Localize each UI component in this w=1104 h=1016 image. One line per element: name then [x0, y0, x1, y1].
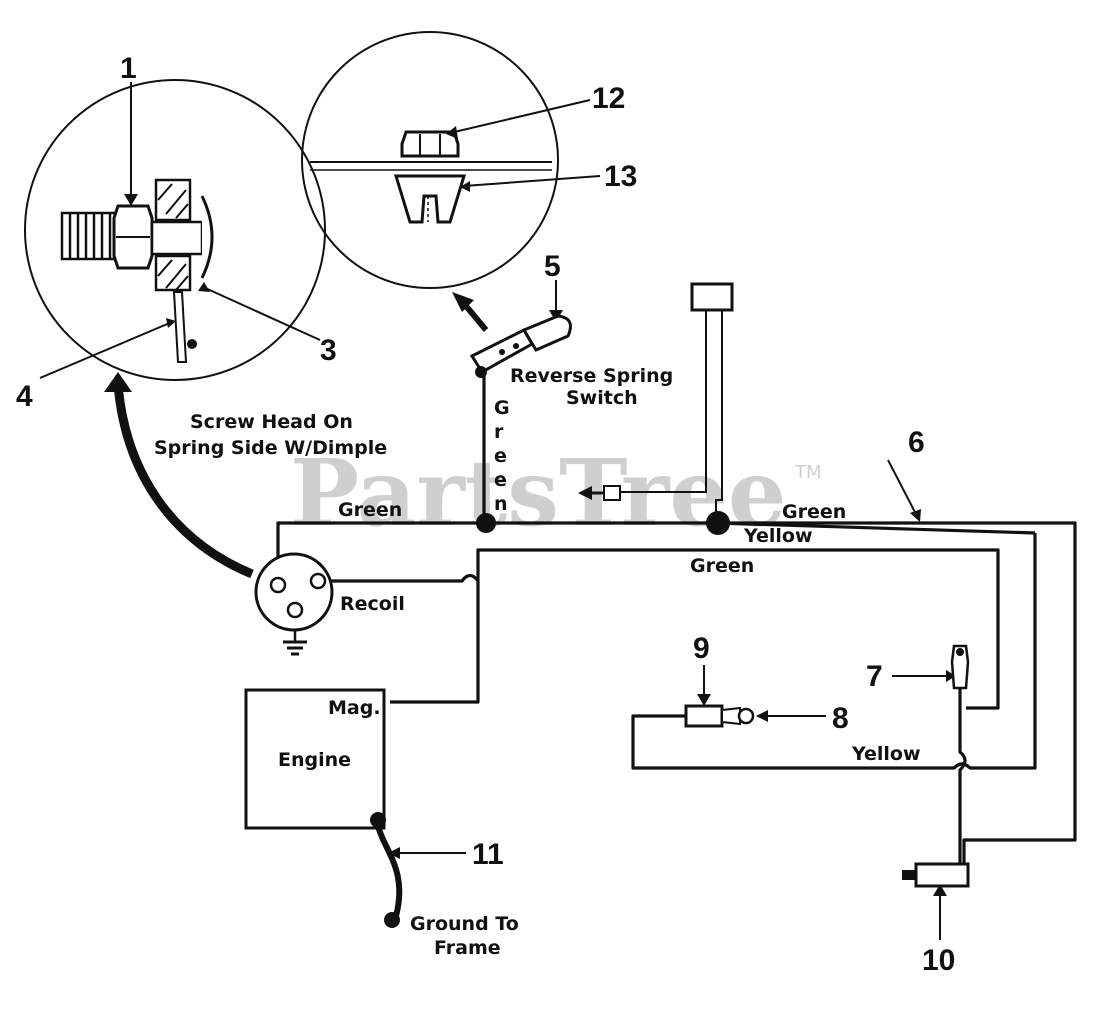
vertical-letter: n	[494, 493, 508, 515]
recoil-label: Recoil	[340, 593, 405, 615]
wire-label-green-left: Green	[338, 499, 402, 521]
ground-strap	[375, 825, 403, 917]
screw-detail-inset	[24, 79, 326, 381]
callout-4: 4	[16, 380, 33, 413]
junction-dot	[706, 511, 730, 535]
leader-6	[887, 459, 919, 519]
clip-detail-inset	[301, 31, 559, 289]
callout-7: 7	[866, 660, 883, 693]
callout-3: 3	[320, 334, 337, 367]
watermark-trademark: TM	[794, 462, 822, 483]
leader-12	[449, 99, 591, 134]
vertical-letter: e	[494, 469, 507, 491]
recoil-connector	[254, 552, 334, 656]
mag-label: Mag.	[328, 697, 381, 719]
wire-label-yellow-top: Yellow	[743, 525, 813, 547]
reverse-switch-line1: Reverse Spring	[510, 365, 673, 387]
wire-label-yellow-bottom: Yellow	[851, 743, 921, 765]
reverse-spring-switch	[469, 314, 572, 378]
callout-9: 9	[693, 632, 710, 665]
vertical-letter: r	[494, 421, 504, 443]
leader-4	[39, 321, 173, 379]
callout-8: 8	[832, 702, 849, 735]
wire-label-green-vertical: G r e e n	[494, 397, 510, 515]
callout-12: 12	[592, 82, 625, 115]
wire-label-green-middle: Green	[690, 555, 754, 577]
wire-label-green-right: Green	[782, 501, 846, 523]
component-7-connector	[950, 644, 970, 690]
component-10-switch	[902, 862, 970, 888]
ground-label-line2: Frame	[434, 937, 501, 959]
callout-1: 1	[120, 52, 137, 85]
callout-5: 5	[544, 250, 561, 283]
engine-block	[244, 688, 386, 830]
detail-pointer-arrow	[113, 383, 254, 579]
wire-yellow	[631, 533, 1037, 770]
wire-mag	[390, 581, 480, 704]
reverse-switch-line2: Switch	[566, 387, 638, 409]
engine-label: Engine	[278, 749, 351, 771]
callout-11: 11	[472, 838, 504, 871]
leader-3	[202, 286, 321, 341]
connector-terminal	[690, 282, 734, 312]
screw-note-line1: Screw Head On	[190, 411, 353, 433]
callout-13: 13	[604, 160, 637, 193]
callout-10: 10	[922, 944, 955, 977]
wire-green-middle	[318, 548, 1000, 710]
leader-13	[463, 175, 601, 187]
vertical-letter: e	[494, 445, 507, 467]
vertical-letter: G	[494, 397, 510, 419]
callout-6: 6	[908, 426, 925, 459]
screw-note-line2: Spring Side W/Dimple	[154, 437, 387, 459]
junction-dot	[476, 513, 496, 533]
ground-label-line1: Ground To	[410, 913, 519, 935]
wire-green-top	[276, 521, 1077, 866]
component-9-switch	[684, 704, 755, 728]
